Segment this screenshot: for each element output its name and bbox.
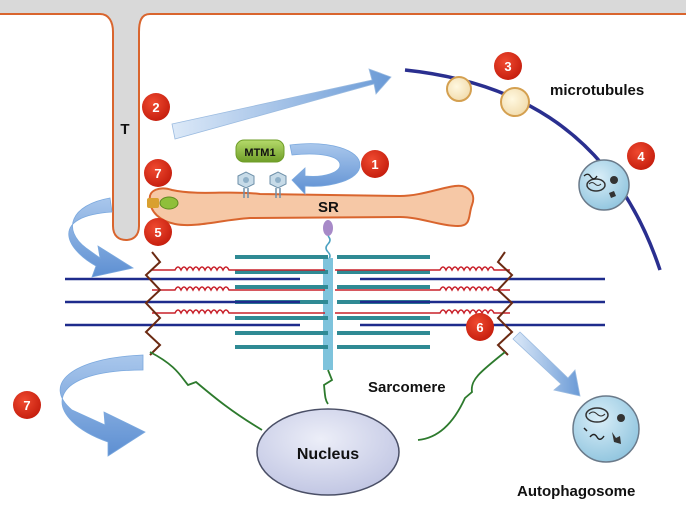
desmin-filaments bbox=[149, 351, 506, 441]
sr-anchor-icon bbox=[323, 220, 333, 236]
phosphoinositide-lipid bbox=[269, 171, 287, 198]
curved-arrow-top bbox=[68, 197, 135, 278]
badge-6: 6 bbox=[466, 313, 494, 341]
phosphoinositide-lipid bbox=[237, 171, 255, 198]
mtm1-enzyme: MTM1 bbox=[235, 139, 285, 163]
badge-5: 5 bbox=[144, 218, 172, 246]
debris-icon bbox=[617, 414, 625, 422]
svg-text:4: 4 bbox=[637, 149, 645, 164]
transport-arrow bbox=[171, 68, 392, 140]
z-disk-right bbox=[496, 251, 514, 356]
svg-text:2: 2 bbox=[152, 100, 159, 115]
m-line bbox=[323, 258, 333, 370]
svg-text:3: 3 bbox=[504, 59, 511, 74]
channel-icon bbox=[159, 196, 179, 210]
autophagy-arrow bbox=[512, 331, 581, 397]
badge-7-bottom: 7 bbox=[13, 391, 41, 419]
microtubules-label: microtubules bbox=[550, 82, 644, 99]
t-tubule-label: T bbox=[120, 121, 129, 138]
debris-icon bbox=[612, 432, 621, 444]
t-tubule-membrane bbox=[0, 0, 686, 240]
cristae-icon bbox=[588, 411, 606, 417]
sarcoplasmic-reticulum bbox=[148, 184, 475, 228]
autophagosome bbox=[572, 395, 640, 463]
svg-text:6: 6 bbox=[476, 320, 483, 335]
vesicle bbox=[500, 87, 530, 117]
debris-icon bbox=[609, 191, 616, 198]
linker-icon bbox=[325, 235, 331, 261]
sarcomere-label: Sarcomere bbox=[368, 379, 446, 396]
debris-icon bbox=[610, 176, 618, 184]
debris-icon bbox=[583, 427, 588, 432]
microtubule-track bbox=[404, 68, 662, 271]
svg-text:5: 5 bbox=[154, 225, 161, 240]
svg-text:7: 7 bbox=[154, 166, 161, 181]
cristae-icon bbox=[588, 182, 602, 186]
badge-4: 4 bbox=[627, 142, 655, 170]
mtm1-label: MTM1 bbox=[244, 147, 275, 159]
badge-1: 1 bbox=[361, 150, 389, 178]
vesicle bbox=[446, 76, 472, 102]
mtm1-pill bbox=[235, 139, 285, 163]
mitochondrion-icon bbox=[585, 407, 609, 423]
autophagosome-on-microtubule bbox=[578, 159, 630, 211]
badge-2: 2 bbox=[142, 93, 170, 121]
sr-label: SR bbox=[318, 199, 339, 216]
autophagosome-vesicle bbox=[578, 159, 630, 211]
z-disk-left bbox=[144, 251, 162, 356]
channel-icon bbox=[147, 198, 159, 208]
curved-arrow-bottom bbox=[59, 354, 146, 457]
badge-3: 3 bbox=[494, 52, 522, 80]
nucleus bbox=[256, 408, 400, 496]
nucleus-label: Nucleus bbox=[297, 446, 359, 463]
debris-icon bbox=[583, 173, 598, 180]
badge-7-top: 7 bbox=[144, 159, 172, 187]
svg-text:1: 1 bbox=[371, 157, 378, 172]
t-tubule-outline bbox=[0, 13, 686, 242]
autophagosome-label: Autophagosome bbox=[517, 483, 635, 500]
autophagosome-vesicle bbox=[572, 395, 640, 463]
dephosphorylation-arrow bbox=[289, 143, 361, 196]
titin-filaments bbox=[152, 266, 510, 315]
svg-text:7: 7 bbox=[23, 398, 30, 413]
plasma-membrane bbox=[0, 0, 686, 242]
mitochondrion-icon bbox=[586, 178, 606, 192]
debris-icon bbox=[589, 433, 605, 440]
